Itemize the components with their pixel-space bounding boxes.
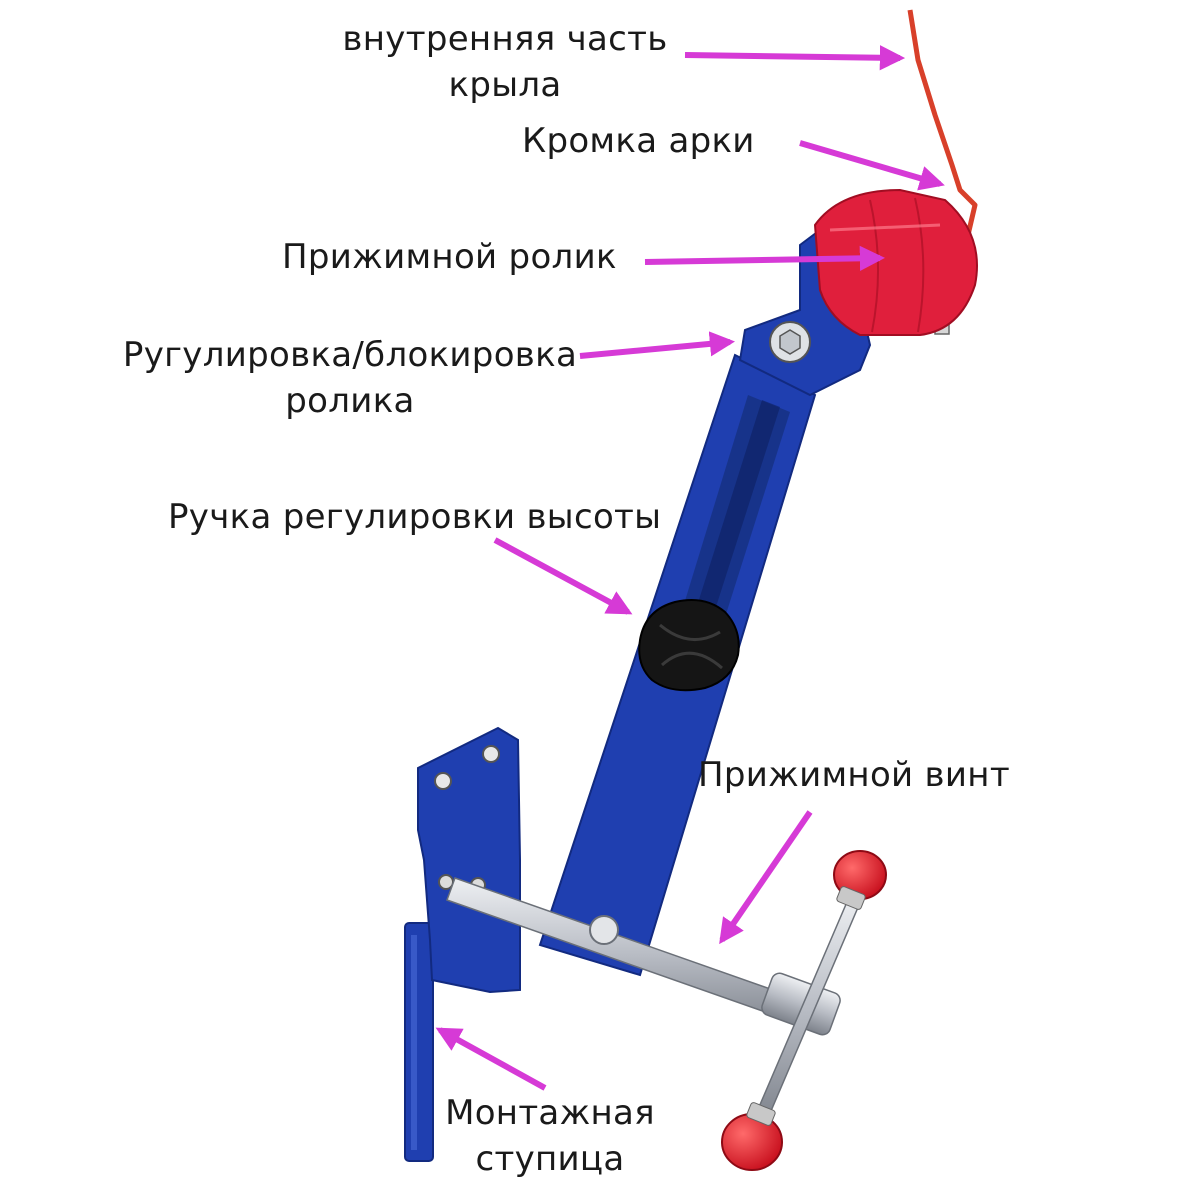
label-roller-adjust-line1: Ругулировка/блокировка bbox=[122, 335, 578, 375]
arrow-mount-hub bbox=[435, 1027, 547, 1091]
label-fender-inner-line2: крыла bbox=[448, 65, 562, 105]
label-arch-edge: Кромка арки bbox=[522, 121, 755, 161]
mounting-bracket bbox=[417, 726, 521, 994]
label-pressure-roller: Прижимной ролик bbox=[282, 237, 617, 277]
label-roller-adjust-line2: ролика bbox=[285, 381, 415, 421]
label-mount-hub-line2: ступица bbox=[475, 1139, 625, 1179]
pressure-roller bbox=[813, 188, 978, 336]
arrow-arch-edge bbox=[799, 140, 945, 191]
height-adjustment-knob bbox=[638, 599, 740, 692]
arrow-pressure-roller bbox=[644, 245, 886, 271]
label-height-knob: Ручка регулировки высоты bbox=[168, 497, 662, 537]
label-roller-adjust: Ругулировка/блокировка ролика bbox=[120, 332, 580, 424]
arrow-fender-inner bbox=[684, 45, 906, 71]
label-mount-hub: Монтажная ступица bbox=[430, 1090, 670, 1182]
arrow-height-knob bbox=[493, 537, 633, 615]
arrow-clamp-screw bbox=[719, 810, 813, 945]
label-clamp-screw: Прижимной винт bbox=[698, 755, 1010, 795]
label-mount-hub-line1: Монтажная bbox=[445, 1093, 655, 1133]
label-fender-inner-line1: внутренняя часть bbox=[342, 19, 668, 59]
callout-arrows bbox=[435, 45, 945, 1091]
label-fender-inner: внутренняя часть крыла bbox=[330, 16, 680, 108]
t-handle bbox=[721, 850, 887, 1171]
mounting-hub bbox=[404, 922, 434, 1162]
arrow-roller-adjust bbox=[579, 331, 736, 359]
